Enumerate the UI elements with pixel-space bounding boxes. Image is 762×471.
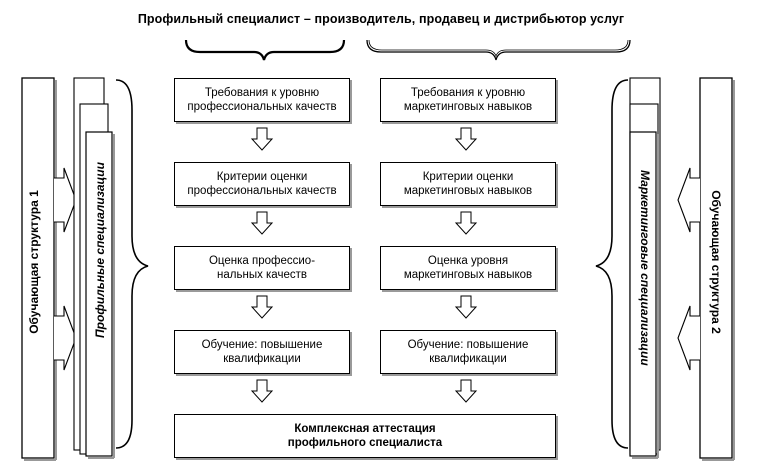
down-arrow-icon (454, 379, 478, 403)
down-arrow-icon (454, 211, 478, 235)
left-structure-box (21, 77, 77, 461)
down-arrow-icon (454, 127, 478, 151)
down-arrow-icon (454, 295, 478, 319)
left-specialization-stack (73, 77, 115, 459)
left-box-assessment: Оценка профессио-нальных качеств (174, 246, 350, 290)
top-brace-right (366, 39, 631, 61)
right-structure-box (677, 77, 735, 461)
diagram-title: Профильный специалист – производитель, п… (137, 12, 625, 26)
left-structure-label: Обучающая структура 1 (27, 190, 41, 334)
right-structure-label: Обучающая структура 2 (709, 190, 723, 334)
left-specializations-label: Профильные специализации (93, 162, 107, 338)
right-specializations-label: Маркетинговые специализации (638, 170, 652, 366)
right-brace (595, 79, 629, 449)
down-arrow-icon (250, 379, 274, 403)
left-brace (115, 79, 149, 449)
right-specialization-stack (629, 77, 661, 459)
down-arrow-icon (250, 127, 274, 151)
down-arrow-icon (250, 211, 274, 235)
top-brace-left (184, 39, 346, 61)
down-arrow-icon (250, 295, 274, 319)
